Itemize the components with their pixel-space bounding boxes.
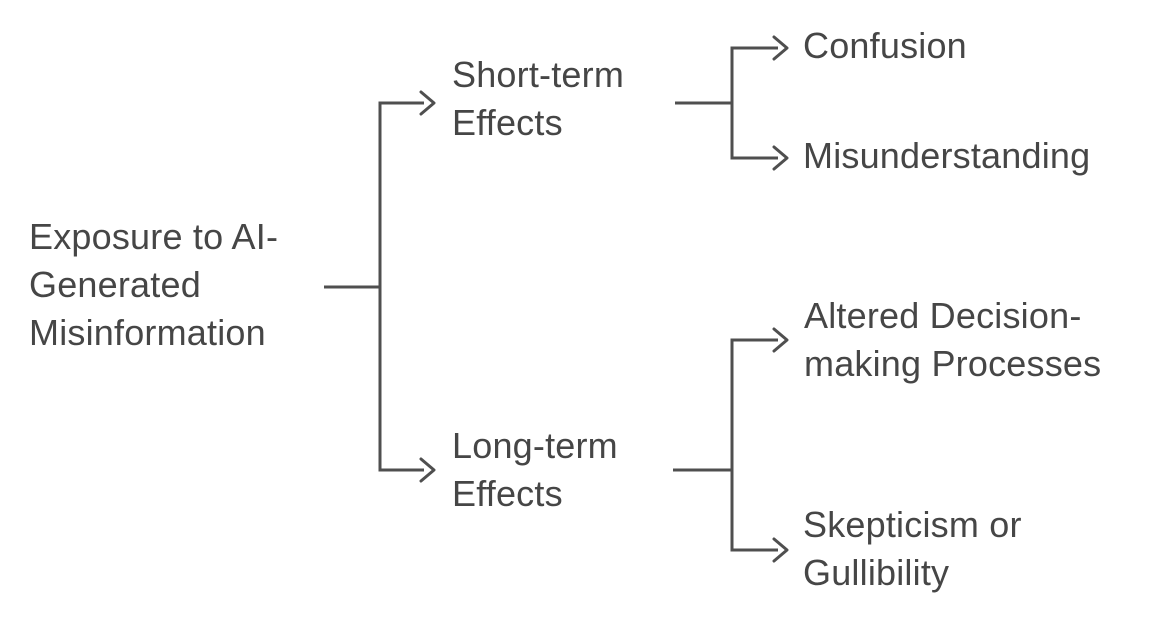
connector-main-spine	[378, 101, 424, 472]
node-confusion: Confusion	[803, 25, 967, 66]
node-long-term-effects: Long-term Effects	[452, 425, 618, 514]
arrow-to-long-term-icon	[419, 457, 436, 483]
node-root: Exposure to AI- Generated Misinformation	[29, 216, 279, 353]
node-altered-decision-making: Altered Decision- making Processes	[804, 295, 1102, 384]
node-misunderstanding: Misunderstanding	[803, 135, 1091, 176]
connector-long-term-spine	[730, 338, 778, 552]
arrow-to-altered-decision-icon	[772, 327, 789, 353]
arrow-to-skepticism-icon	[772, 537, 789, 563]
node-short-term-effects: Short-term Effects	[452, 54, 625, 143]
arrow-to-misunderstanding-icon	[772, 145, 789, 171]
arrow-to-short-term-icon	[419, 90, 436, 116]
connector-short-term-spine	[730, 46, 778, 160]
arrow-to-confusion-icon	[772, 35, 789, 61]
node-skepticism-or-gullibility: Skepticism or Gullibility	[803, 504, 1022, 593]
